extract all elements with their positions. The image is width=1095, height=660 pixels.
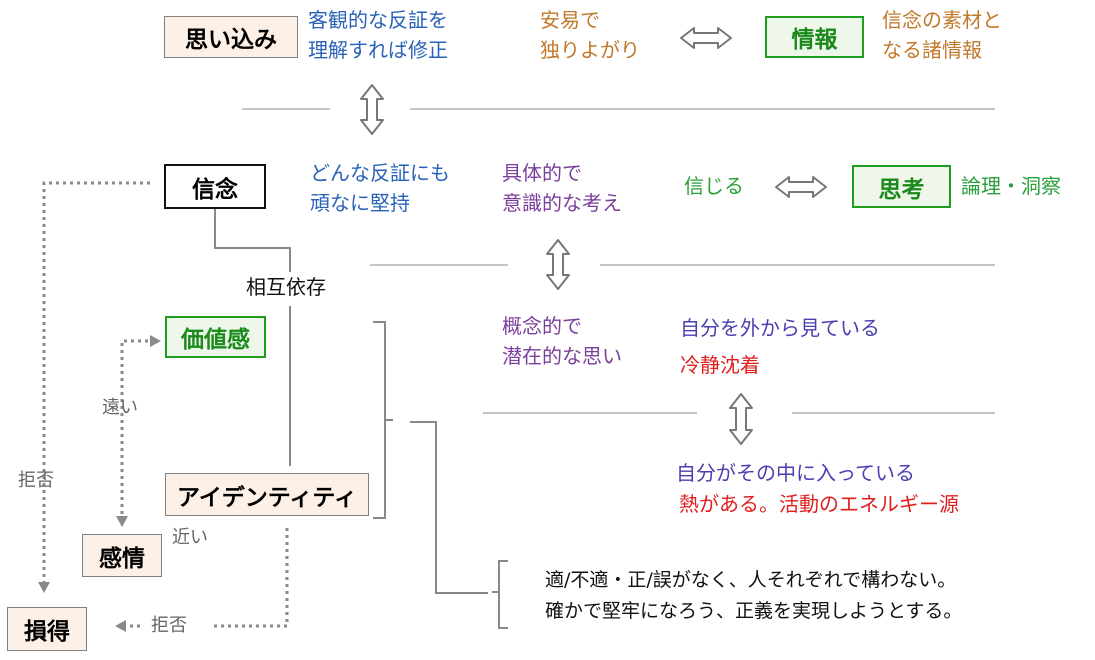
node-sontoku-label: 損得 (24, 619, 70, 645)
shinnen-desc: どんな反証にも 頑なに堅持 (310, 158, 450, 218)
node-kachikan-label: 価値感 (181, 327, 250, 353)
conclusion-text: 適/不適・正/誤がなく、人それぞれで構わない。 確かで堅牢になろう、正義を実現し… (545, 565, 962, 627)
arrow-heads (38, 335, 161, 632)
shinnen-desc-line-1: どんな反証にも (310, 161, 450, 185)
shinnen-to-sougo-connector (214, 209, 291, 272)
anneki-line-2: 独りよがり (540, 38, 640, 62)
double-arrows (360, 27, 827, 445)
node-sontoku: 損得 (7, 607, 87, 651)
omoikomi-desc-line-1: 客観的な反証を (308, 8, 448, 32)
ronri-text: 論理・洞察 (961, 174, 1061, 198)
double-arrow-horizontal-2 (775, 176, 827, 198)
arrowhead-toi-down (116, 516, 128, 527)
jouhou-desc: 信念の素材と なる諸情報 (882, 5, 1002, 65)
separator-lines (242, 108, 995, 414)
node-kanjou: 感情 (82, 534, 162, 577)
node-shikou-label: 思考 (878, 176, 925, 203)
gainen-line-1: 概念的で (502, 314, 582, 338)
naka-text: 自分がその中に入っている (676, 461, 915, 485)
bracket-to-conclusion-connector (410, 421, 488, 594)
gainen-text: 概念的で 潜在的な思い (502, 311, 622, 371)
arrowhead-toi-right (150, 335, 161, 347)
gutaiteki-line-1: 具体的で (502, 161, 582, 185)
shinjiru-text: 信じる (684, 174, 744, 198)
double-arrow-vertical-2 (546, 239, 570, 290)
node-omoikomi-label: 思い込み (185, 27, 277, 53)
bracket-right (492, 560, 508, 629)
bracket-left (373, 321, 393, 519)
node-shinnen: 信念 (164, 164, 266, 209)
anneki-line-1: 安易で (540, 8, 600, 32)
toi-dotted-line (120, 339, 155, 517)
toi-text: 遠い (102, 397, 138, 418)
jouhou-desc-line-2: なる諸情報 (882, 38, 982, 62)
soto-text: 自分を外から見ている (680, 316, 880, 340)
conclusion-line-2: 確かで堅牢になろう、正義を実現しようとする。 (545, 600, 963, 622)
arrowhead-kyohi-left (38, 582, 50, 593)
netsu-text: 熱がある。活動のエネルギー源 (679, 492, 959, 516)
anneki-text: 安易で 独りよがり (540, 5, 640, 65)
node-identity-label: アイデンティティ (176, 484, 358, 511)
chikai-text: 近い (172, 527, 208, 548)
dotted-connectors (42, 181, 289, 628)
node-jouhou-label: 情報 (791, 27, 838, 53)
node-identity: アイデンティティ (165, 473, 369, 516)
kyohi-left-text: 拒否 (18, 470, 54, 491)
solid-connectors (214, 209, 508, 629)
kyohi-left-dotted-line (42, 181, 150, 583)
conclusion-line-1: 適/不適・正/誤がなく、人それぞれで構わない。 (545, 569, 957, 591)
sougo-text: 相互依存 (246, 275, 326, 299)
arrowhead-sontoku (115, 620, 126, 632)
node-shikou: 思考 (852, 165, 951, 208)
jouhou-desc-line-1: 信念の素材と (882, 8, 1002, 32)
gutaiteki-text: 具体的で 意識的な考え (502, 158, 622, 218)
node-kanjou-label: 感情 (99, 545, 145, 572)
reisei-text: 冷静沈着 (680, 353, 760, 377)
double-arrow-vertical-3 (729, 393, 753, 445)
omoikomi-desc-line-2: 理解すれば修正 (308, 38, 448, 62)
omoikomi-desc: 客観的な反証を 理解すれば修正 (308, 5, 448, 65)
node-jouhou: 情報 (765, 16, 864, 58)
double-arrow-vertical-1 (360, 84, 384, 135)
node-shinnen-label: 信念 (192, 176, 238, 203)
node-omoikomi: 思い込み (164, 16, 298, 58)
node-kachikan: 価値感 (165, 316, 266, 358)
kyohi-bottom-dotted-line (214, 528, 289, 628)
kyohi-bottom-text: 拒否 (151, 615, 187, 636)
gainen-line-2: 潜在的な思い (502, 344, 622, 368)
gutaiteki-line-2: 意識的な考え (502, 191, 622, 215)
shinnen-desc-line-2: 頑なに堅持 (310, 191, 410, 215)
double-arrow-horizontal-1 (680, 27, 732, 49)
